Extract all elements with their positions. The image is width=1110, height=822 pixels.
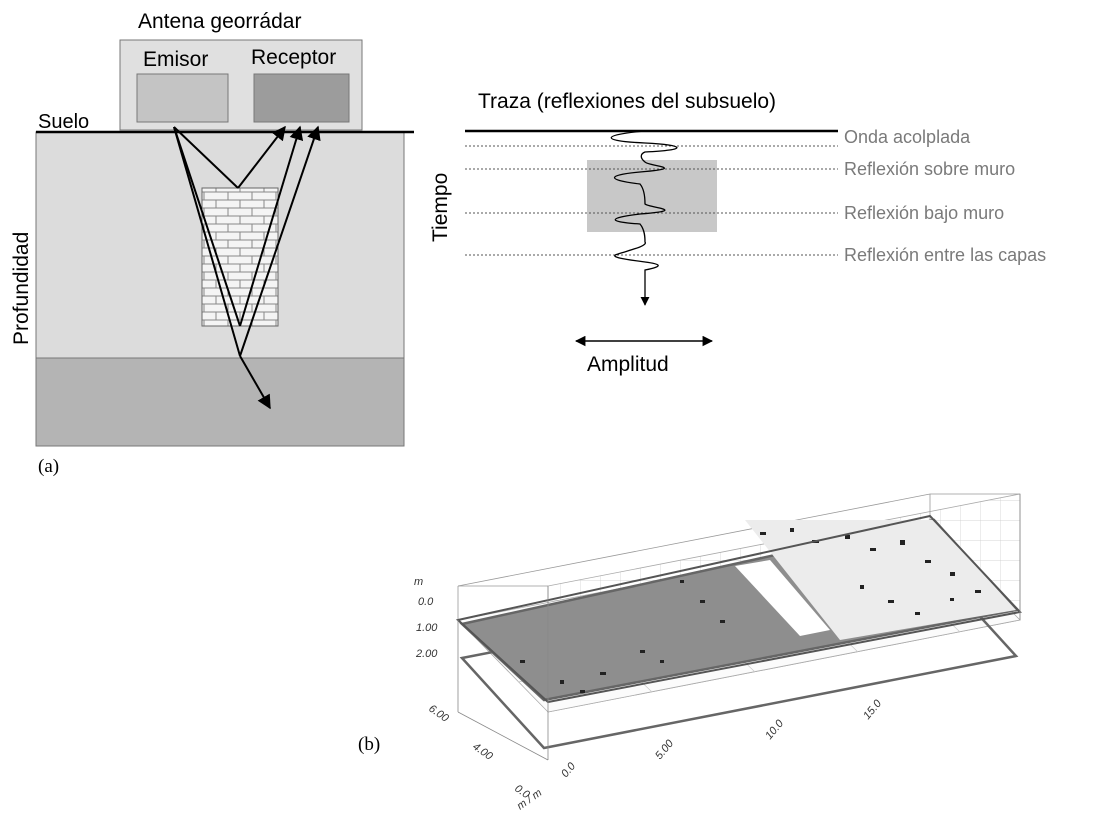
ground-label: Suelo xyxy=(38,111,89,133)
depth-label: Profundidad xyxy=(10,232,33,345)
receiver-label: Receptor xyxy=(251,46,336,69)
z-tick-1: 1.00 xyxy=(416,622,438,634)
amplitude-label: Amplitud xyxy=(587,353,669,376)
ray-paths xyxy=(173,125,321,410)
receiver-box xyxy=(253,73,350,123)
x-tick-3: 15.0 xyxy=(861,697,885,722)
y-tick-0: 6.00 xyxy=(426,703,451,726)
trace-waveform xyxy=(610,130,678,306)
panel-a-label: (a) xyxy=(38,456,59,477)
y-tick-1: 4.00 xyxy=(470,741,495,764)
cube-front-edges xyxy=(457,494,1021,761)
x-tick-2: 10.0 xyxy=(763,717,787,742)
trace-panel: Traza (reflexiones del subsuelo) Tiempo … xyxy=(429,90,1046,376)
lower-layer xyxy=(35,357,405,447)
panel-b-label: (b) xyxy=(358,734,380,755)
gpr-anomaly-right xyxy=(745,520,1016,640)
emitter-label: Emisor xyxy=(143,48,208,71)
event-label-coupled: Onda acolplada xyxy=(844,127,971,147)
z-tick-0: 0.0 xyxy=(418,596,434,608)
event-label-below-wall: Reflexión bajo muro xyxy=(844,203,1004,223)
brick-wall xyxy=(201,187,279,327)
emitter-box xyxy=(136,73,229,123)
gpr-white-band xyxy=(735,560,830,636)
z-unit-label: m xyxy=(414,576,423,588)
panel-b: m 0.0 1.00 2.00 6.00 4.00 0.0 0.0 5.00 1… xyxy=(358,493,1022,812)
trace-title: Traza (reflexiones del subsuelo) xyxy=(478,90,776,113)
z-tick-2: 2.00 xyxy=(415,648,438,660)
x-tick-0: 0.0 xyxy=(559,760,579,780)
panel-a: Antena georrádar Emisor Receptor Suelo P… xyxy=(10,10,414,477)
event-label-above-wall: Reflexión sobre muro xyxy=(844,159,1015,179)
event-label-layers: Reflexión entre las capas xyxy=(844,245,1046,265)
antenna-title: Antena georrádar xyxy=(138,10,301,33)
gpr-speckles xyxy=(520,528,981,693)
time-label: Tiempo xyxy=(429,173,452,242)
x-tick-1: 5.00 xyxy=(653,737,677,762)
trace-highlight-box xyxy=(587,160,717,232)
cube-edges xyxy=(457,493,1020,620)
